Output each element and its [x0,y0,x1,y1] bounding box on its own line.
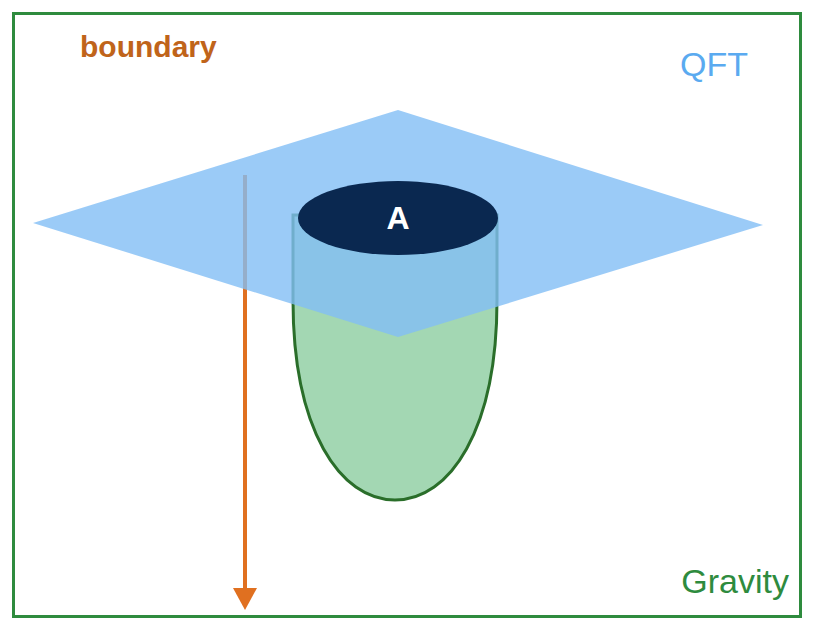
gravity-frame: Gravity QFT A [12,12,802,618]
axis-label: boundary [80,30,217,64]
arrow-head [233,588,257,610]
space-label: Gravity [681,562,789,601]
region-ellipse: A [298,181,498,255]
space-label: QFT [680,45,748,84]
qft-plane: QFT A [31,41,783,331]
plane-fill [33,110,763,337]
ellipse-fill [298,181,498,255]
region-label: A [386,200,409,237]
